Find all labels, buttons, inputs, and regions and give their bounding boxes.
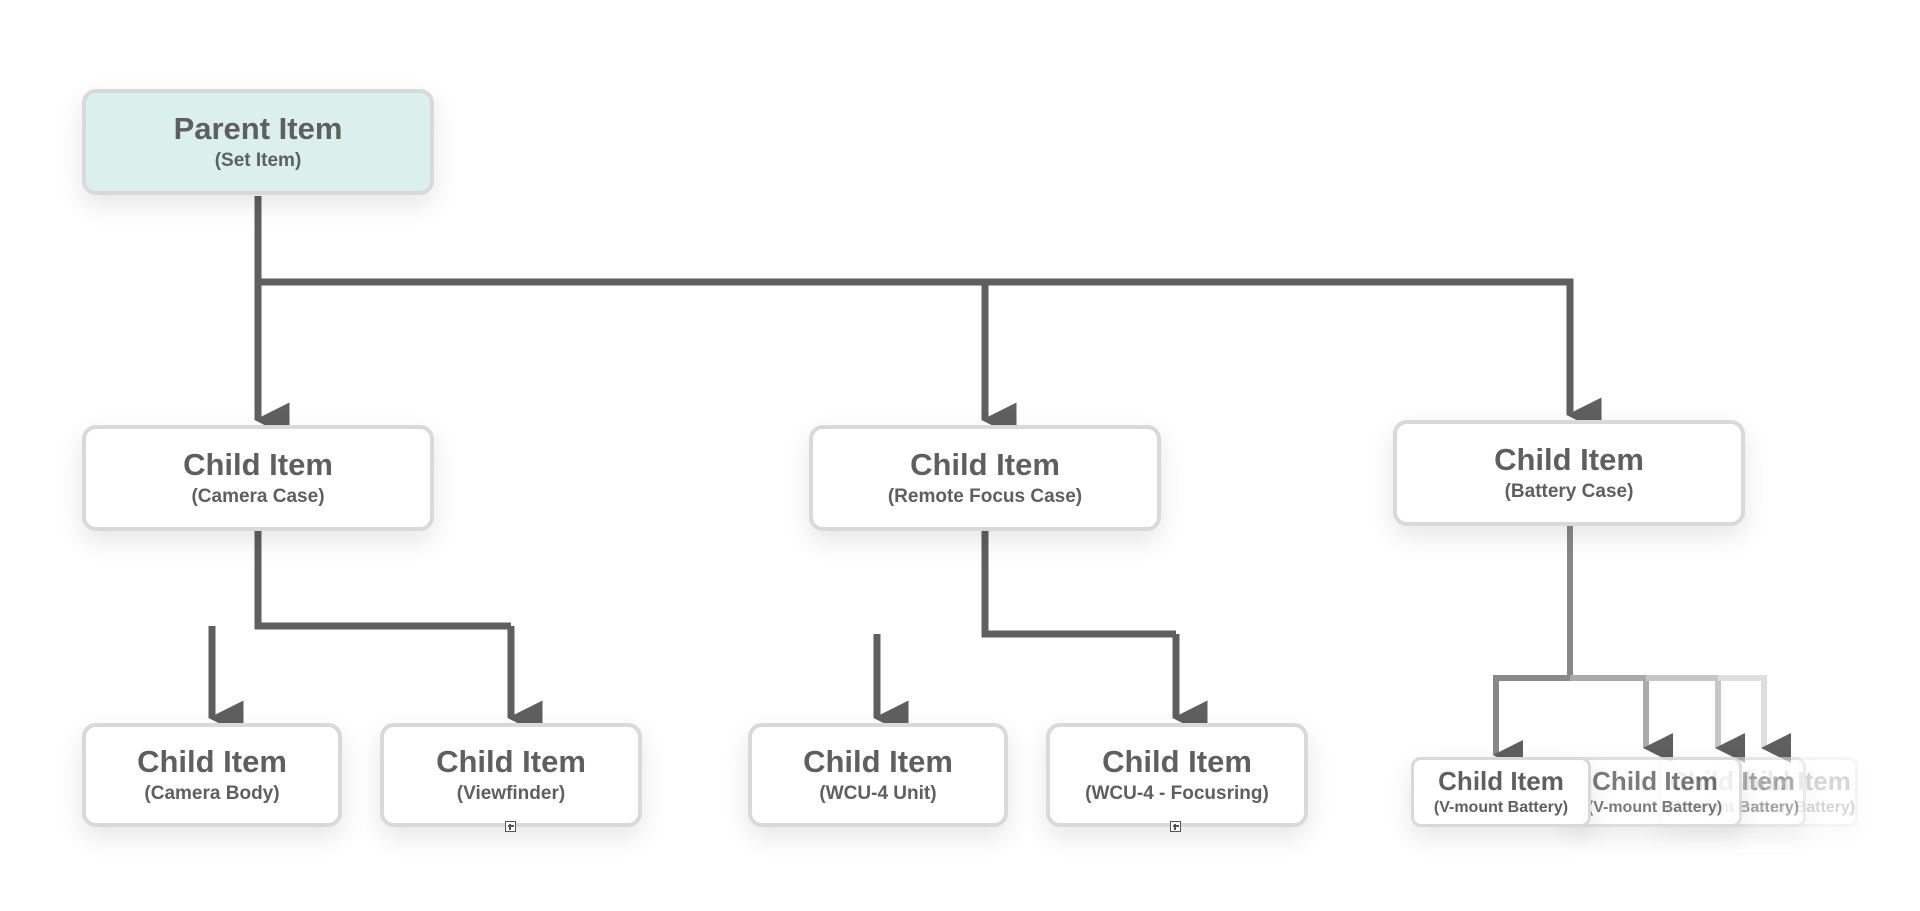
connector-battery-trunk [1493,525,1573,770]
node-title: Child Item [1592,766,1718,796]
parent-item-node[interactable]: Parent Item (Set Item) [82,89,434,195]
node-subtitle: (V-mount Battery) [1587,799,1723,816]
node-title: Child Item [1494,442,1644,477]
connector-to-vmount-battery-3 [1646,675,1745,763]
node-subtitle: (Remote Focus Case) [887,486,1083,507]
vmount-battery-node-1[interactable]: Child Item (V-mount Battery) [1411,757,1591,827]
viewfinder-node[interactable]: Child Item (Viewfinder) [380,723,642,827]
node-subtitle: (Viewfinder) [456,783,566,804]
node-subtitle: (Camera Case) [191,486,325,507]
node-title: Parent Item [173,111,343,146]
camera-body-node[interactable]: Child Item (Camera Body) [82,723,342,827]
node-title: Child Item [436,744,586,779]
expand-toggle-icon[interactable] [1170,821,1181,832]
connector-to-vmount-battery-2 [1570,675,1673,763]
node-title: Child Item [137,744,287,779]
node-title: Child Item [183,447,333,482]
node-subtitle: (Camera Body) [144,783,280,804]
remote-focus-case-node[interactable]: Child Item (Remote Focus Case) [809,425,1161,531]
vmount-battery-node-2[interactable]: Child Item (V-mount Battery) [1568,757,1742,827]
wcu4-focusring-node[interactable]: Child Item (WCU-4 - Focusring) [1046,723,1308,827]
connector-remote-focus-trunk [981,530,1176,638]
connector-to-vmount-battery-4 [1718,675,1791,763]
node-title: Child Item [1102,744,1252,779]
connector-camera-case-trunk [254,530,511,630]
node-subtitle: (Set Item) [214,150,302,171]
node-title: Child Item [803,744,953,779]
node-subtitle: (WCU-4 - Focusring) [1085,783,1269,804]
node-subtitle: (WCU-4 Unit) [819,783,937,804]
wcu4-unit-node[interactable]: Child Item (WCU-4 Unit) [748,723,1008,827]
node-subtitle: (V-mount Battery) [1433,799,1569,816]
battery-case-node[interactable]: Child Item (Battery Case) [1393,420,1745,526]
expand-toggle-icon[interactable] [505,821,516,832]
connector-parent-trunk [254,196,1574,392]
node-subtitle: (Battery Case) [1504,481,1634,502]
node-title: Child Item [1438,766,1564,796]
camera-case-node[interactable]: Child Item (Camera Case) [82,425,434,531]
node-title: Child Item [910,447,1060,482]
